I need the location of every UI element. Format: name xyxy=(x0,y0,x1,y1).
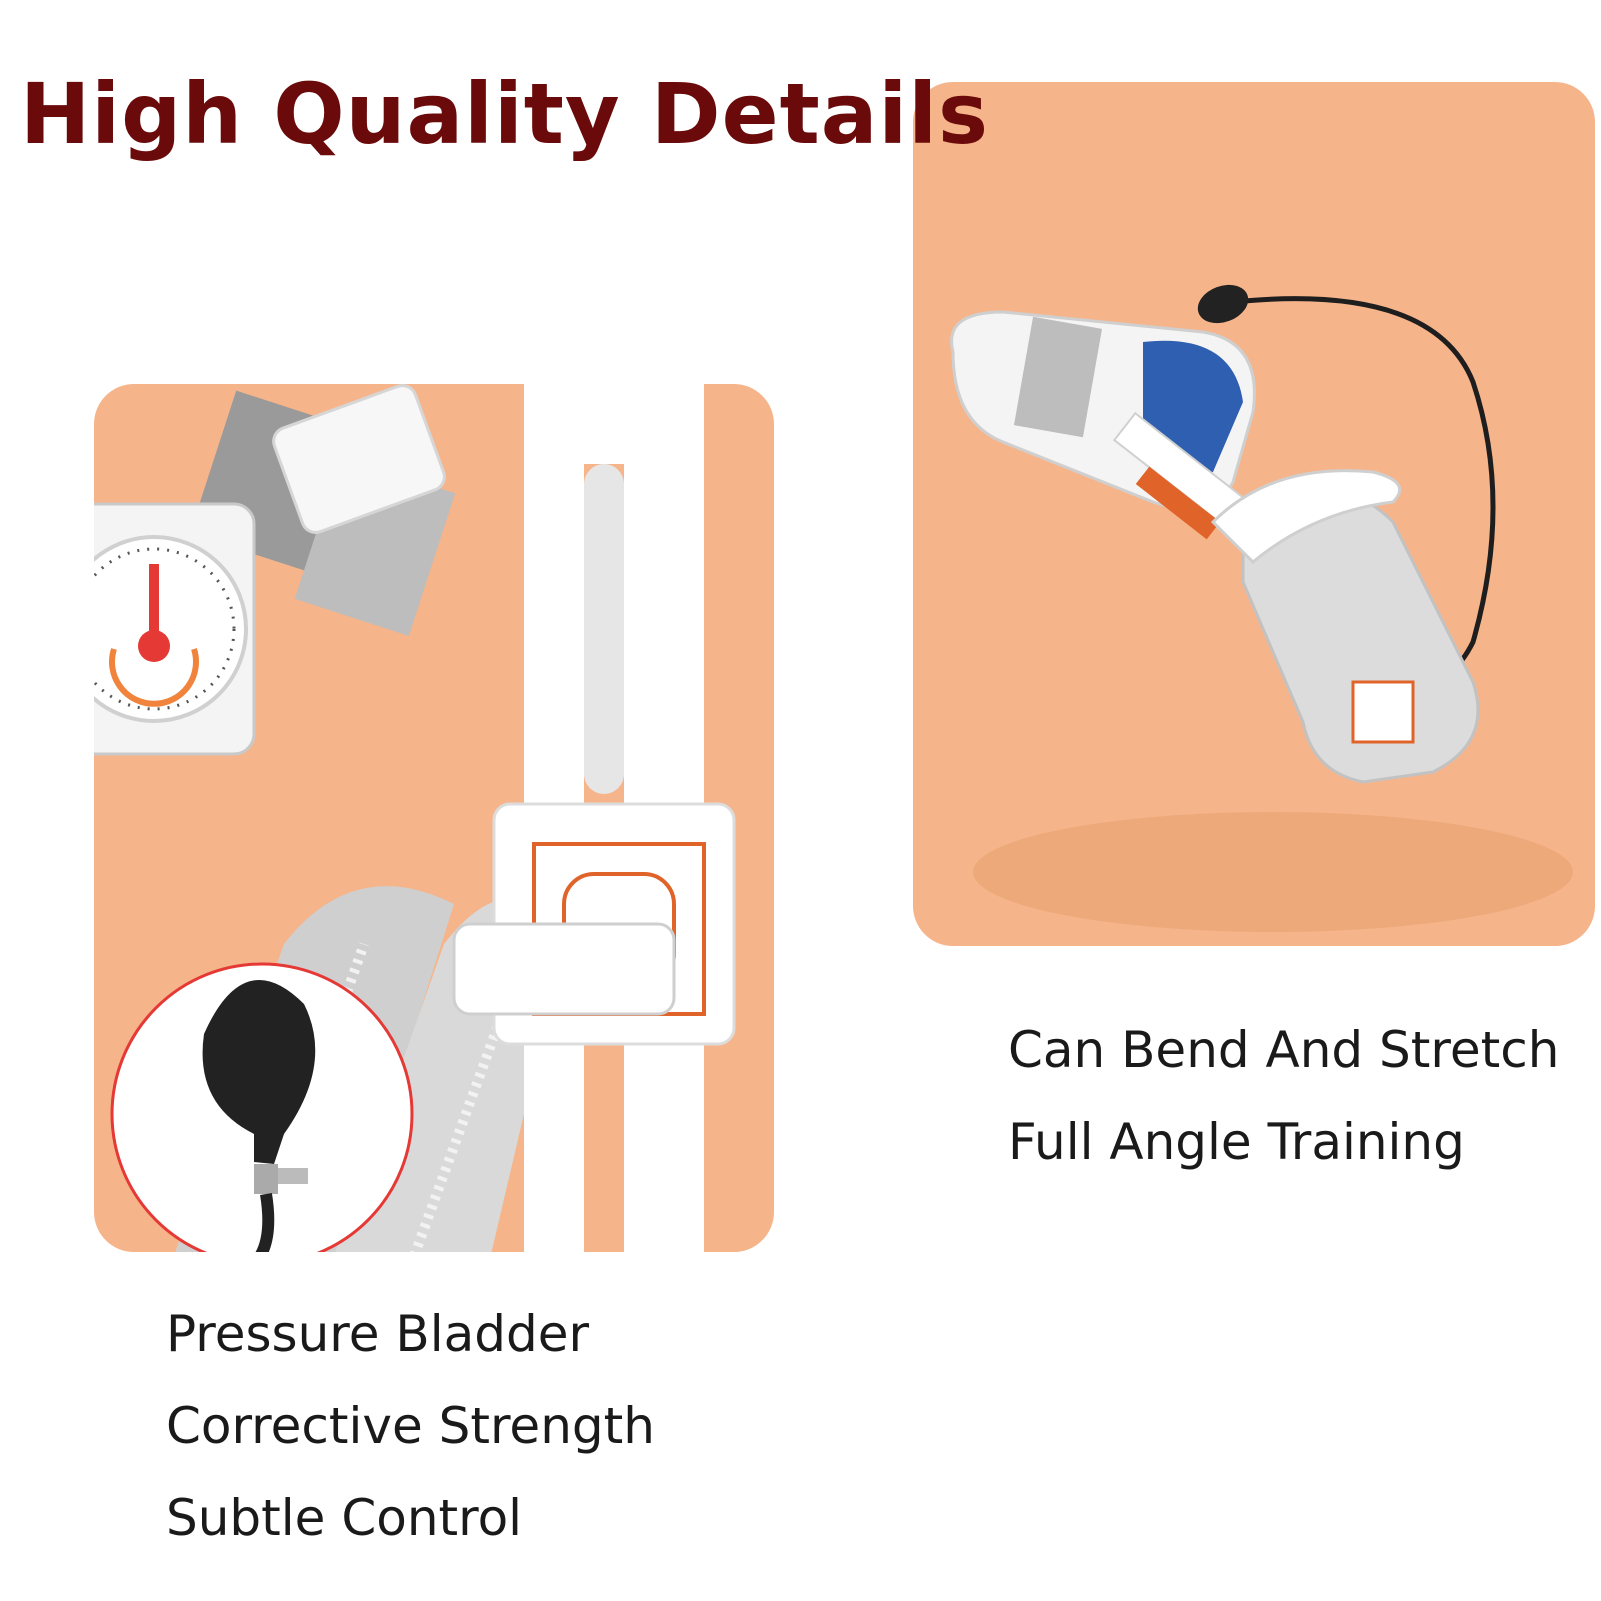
knee-brace-caption: Can Bend And Stretch Full Angle Training xyxy=(1008,1004,1559,1188)
inflation-bulb xyxy=(1197,284,1249,324)
knee-brace-image xyxy=(913,82,1595,946)
hinge-bracket xyxy=(272,384,446,534)
shadow xyxy=(973,812,1573,932)
caption-line: Full Angle Training xyxy=(1008,1113,1465,1171)
inflation-cable xyxy=(1232,296,1496,685)
shin-cuff xyxy=(1210,469,1480,784)
pressure-bladder-caption: Pressure Bladder Corrective Strength Sub… xyxy=(166,1288,655,1564)
caption-line: Can Bend And Stretch xyxy=(1008,1021,1560,1079)
caption-line: Corrective Strength xyxy=(166,1397,655,1455)
headline: High Quality Details xyxy=(20,65,990,163)
inflation-bulb-inset xyxy=(110,962,414,1252)
adjustment-strap xyxy=(452,384,736,1252)
pressure-bladder-detail-image xyxy=(94,384,774,1252)
pressure-gauge xyxy=(94,502,256,756)
caption-line: Subtle Control xyxy=(166,1489,523,1547)
caption-line: Pressure Bladder xyxy=(166,1305,590,1363)
